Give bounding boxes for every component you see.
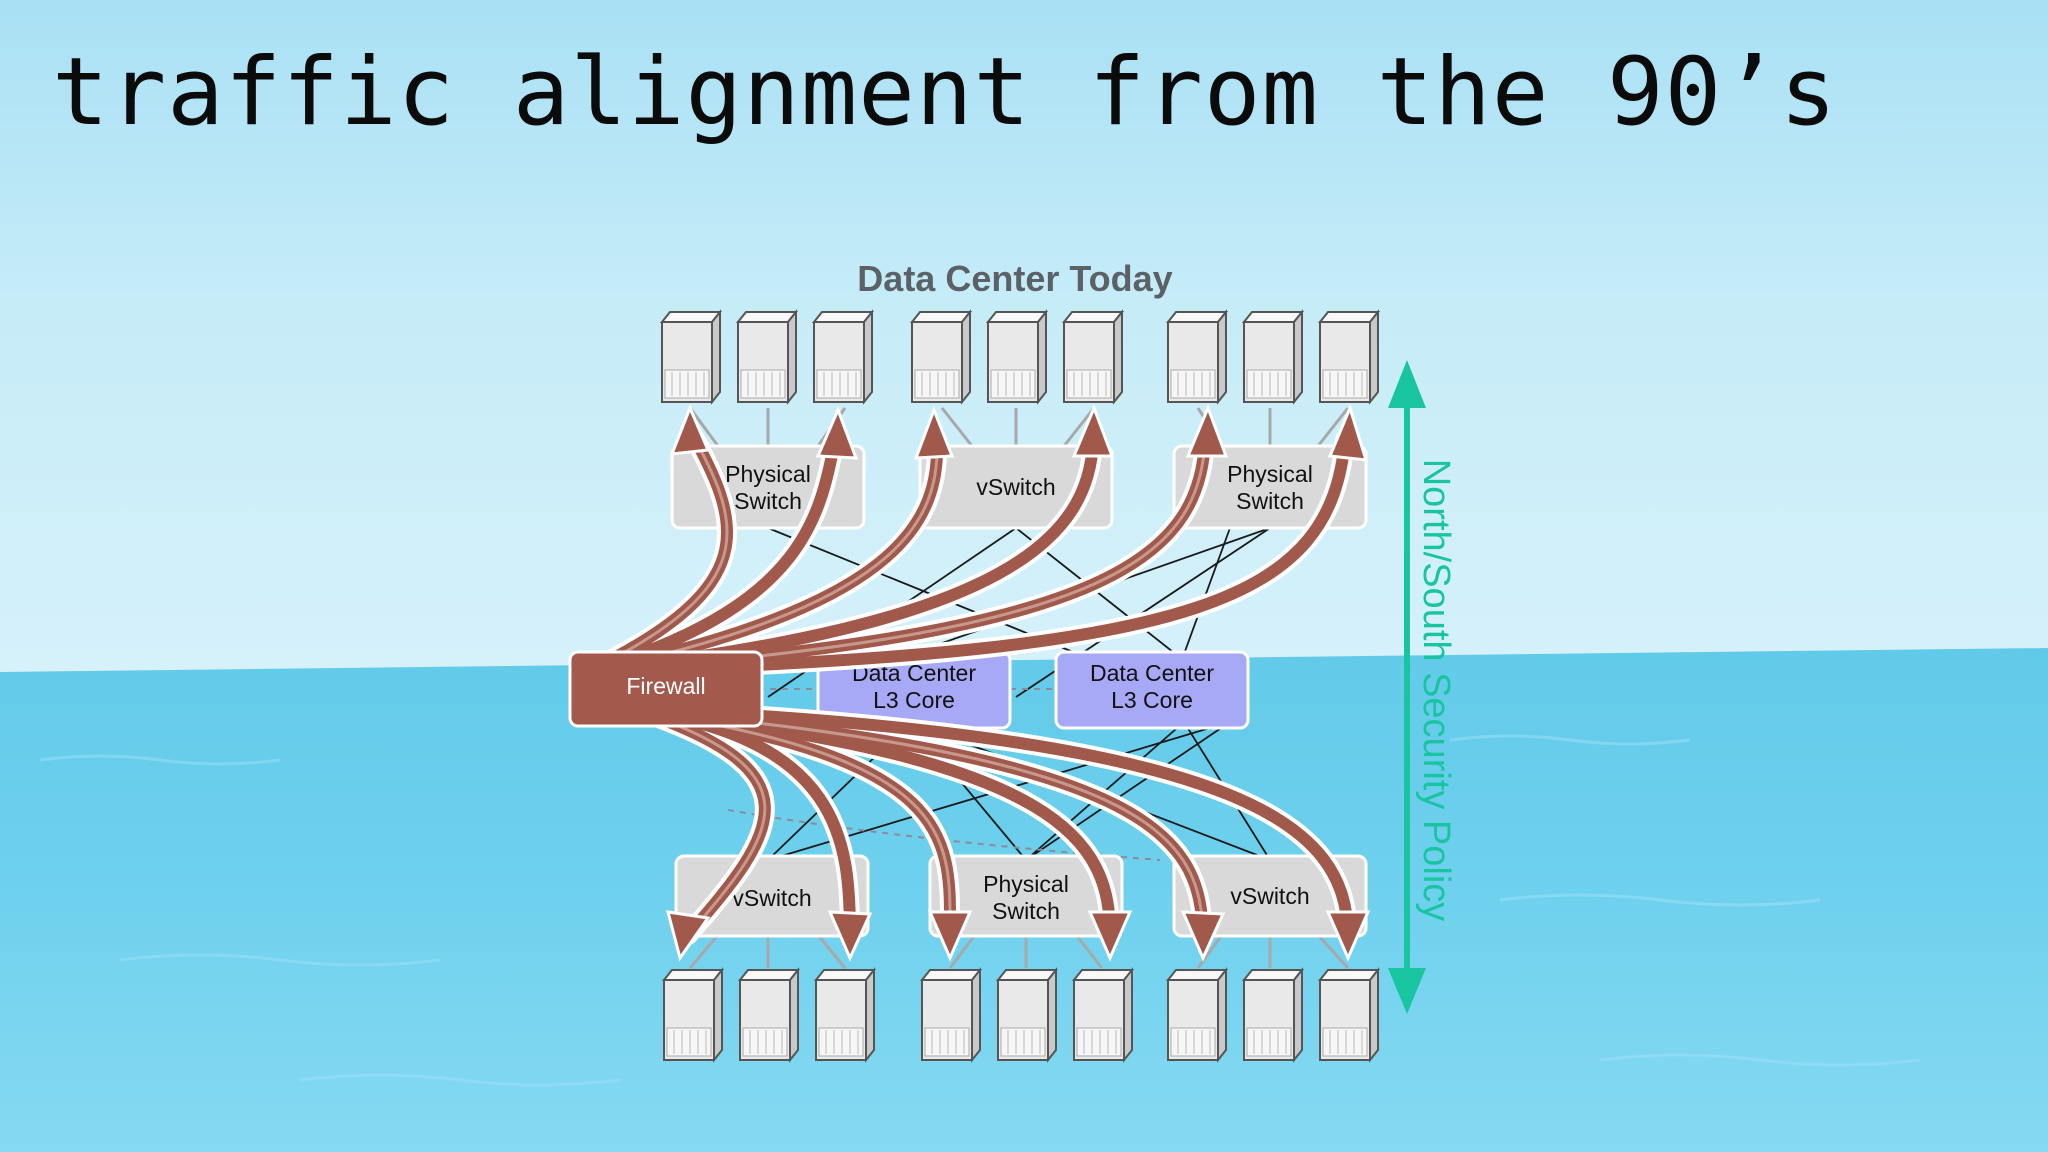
top-servers (661, 311, 1379, 403)
diagram-title: Data Center Today (857, 258, 1173, 299)
firewall-node: Firewall (568, 650, 764, 728)
server-icon (987, 311, 1047, 403)
server-icon (661, 311, 721, 403)
server-icon (911, 311, 971, 403)
server-icon (1319, 311, 1379, 403)
top-switch-2-label: vSwitch (976, 474, 1055, 500)
server-icon (739, 969, 799, 1061)
server-icon (737, 311, 797, 403)
server-icon (1243, 969, 1303, 1061)
bottom-switch-1-label: vSwitch (732, 885, 811, 911)
server-icon (1073, 969, 1133, 1061)
server-icon (1319, 969, 1379, 1061)
north-south-policy-label: North/South Security Policy (1415, 459, 1457, 922)
server-icon (1243, 311, 1303, 403)
server-icon (1063, 311, 1123, 403)
bottom-servers (663, 969, 1379, 1061)
bottom-switch-3-label: vSwitch (1230, 883, 1309, 909)
server-icon (921, 969, 981, 1061)
double-headed-vertical-arrow-icon (1388, 360, 1426, 1014)
server-icon (813, 311, 873, 403)
server-icon (997, 969, 1057, 1061)
server-icon (1167, 969, 1227, 1061)
server-icon (663, 969, 723, 1061)
traffic-arrow-heads (665, 403, 1371, 962)
slide-title: traffic alignment from the 90’s (52, 38, 1838, 147)
firewall-label: Firewall (626, 673, 705, 699)
server-icon (815, 969, 875, 1061)
server-icon (1167, 311, 1227, 403)
